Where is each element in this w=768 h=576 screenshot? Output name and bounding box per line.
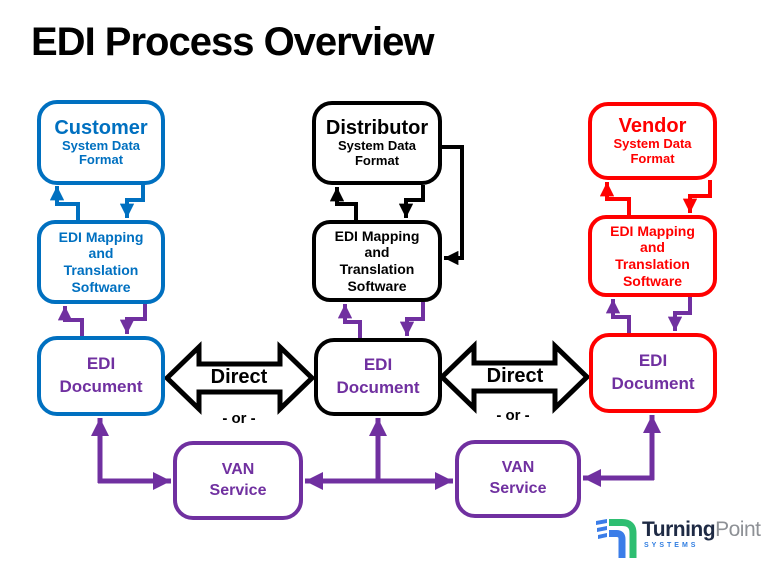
logo-brand-bold: Turning bbox=[642, 518, 716, 541]
distributor-mapping-line-2: and bbox=[364, 244, 390, 261]
logo-tagline: SYSTEMS bbox=[644, 542, 699, 549]
distributor-mapping-box: EDI Mapping and Translation Software bbox=[312, 220, 442, 302]
vendor-mapping-up-arrow bbox=[605, 299, 631, 333]
distributor-mapping-line-3: Translation bbox=[339, 261, 415, 277]
customer-name: Customer bbox=[54, 116, 148, 139]
distributor-name: Distributor bbox=[325, 117, 429, 140]
customer-mapping-line-4: Software bbox=[71, 278, 131, 295]
or-label-left: - or - bbox=[222, 410, 256, 427]
turningpoint-logo: TurningPoint SYSTEMS bbox=[594, 513, 761, 559]
customer-sub-line-2: Format bbox=[78, 152, 124, 167]
vendor-mapping-line-4: Software bbox=[622, 272, 683, 289]
vendor-up-arrow bbox=[599, 182, 631, 215]
customer-system-box: Customer System Data Format bbox=[37, 100, 165, 185]
distributor-mapping-down-arrow bbox=[399, 302, 425, 336]
distributor-mapping-up-arrow bbox=[337, 304, 362, 338]
direct-label-left: Direct bbox=[210, 366, 268, 388]
direct-label-right: Direct bbox=[486, 365, 544, 387]
distributor-sub-line-1: System Data bbox=[337, 138, 417, 154]
distributor-sub-line-2: Format bbox=[354, 152, 400, 168]
vendor-mapping-box: EDI Mapping and Translation Software bbox=[588, 215, 717, 297]
turningpoint-logo-icon bbox=[596, 519, 637, 558]
customer-doc-line-1: EDI bbox=[86, 354, 116, 374]
customer-sub-line-1: System Data bbox=[61, 137, 141, 153]
van-right-line-2: Service bbox=[489, 480, 547, 497]
vendor-mapping-line-3: Translation bbox=[615, 256, 690, 272]
customer-mapping-line-3: Translation bbox=[63, 262, 139, 278]
turningpoint-logo-text: TurningPoint SYSTEMS bbox=[642, 518, 761, 549]
customer-down-arrow bbox=[119, 184, 145, 218]
direct-arrow-right bbox=[438, 340, 591, 414]
vendor-edi-document-box: EDI Document bbox=[589, 333, 717, 413]
vendor-doc-line-1: EDI bbox=[638, 351, 668, 371]
van-service-box-left: VAN Service bbox=[173, 441, 303, 520]
vendor-mapping-down-arrow bbox=[667, 297, 692, 331]
vendor-sub-line-2: Format bbox=[630, 150, 675, 166]
customer-up-arrow bbox=[49, 186, 80, 220]
customer-mapping-down-arrow bbox=[119, 304, 147, 334]
customer-mapping-line-2: and bbox=[88, 245, 114, 262]
logo-brand-light: Point bbox=[715, 518, 761, 541]
customer-edi-document-box: EDI Document bbox=[37, 336, 165, 416]
distributor-doc-line-2: Document bbox=[336, 378, 420, 397]
vendor-mapping-line-2: and bbox=[640, 239, 665, 256]
page-title: EDI Process Overview bbox=[31, 20, 434, 64]
vendor-down-arrow bbox=[682, 180, 712, 213]
van-service-box-right: VAN Service bbox=[455, 440, 581, 518]
or-label-right: - or - bbox=[496, 407, 530, 424]
vendor-doc-line-2: Document bbox=[611, 374, 695, 393]
distributor-mapping-line-4: Software bbox=[347, 277, 407, 294]
vendor-mapping-line-1: EDI Mapping bbox=[610, 222, 695, 239]
vendor-system-box: Vendor System Data Format bbox=[588, 102, 717, 180]
distributor-up-arrow bbox=[329, 187, 358, 220]
distributor-edi-document-box: EDI Document bbox=[314, 338, 442, 416]
distributor-down-arrow bbox=[398, 185, 425, 218]
direct-arrow-left bbox=[163, 341, 316, 415]
distributor-loop-arrow bbox=[441, 145, 464, 266]
distributor-system-box: Distributor System Data Format bbox=[312, 101, 442, 185]
distributor-doc-line-1: EDI bbox=[363, 355, 393, 375]
van-left-line-1: VAN bbox=[221, 460, 255, 478]
distributor-mapping-line-1: EDI Mapping bbox=[334, 227, 420, 244]
vendor-name: Vendor bbox=[618, 115, 687, 138]
van-right-line-1: VAN bbox=[501, 459, 535, 477]
customer-doc-line-2: Document bbox=[59, 377, 143, 396]
customer-mapping-up-arrow bbox=[57, 306, 84, 336]
customer-mapping-line-1: EDI Mapping bbox=[58, 228, 144, 245]
vendor-sub-line-1: System Data bbox=[613, 136, 692, 152]
customer-mapping-box: EDI Mapping and Translation Software bbox=[37, 220, 165, 304]
van-left-line-2: Service bbox=[209, 481, 267, 499]
